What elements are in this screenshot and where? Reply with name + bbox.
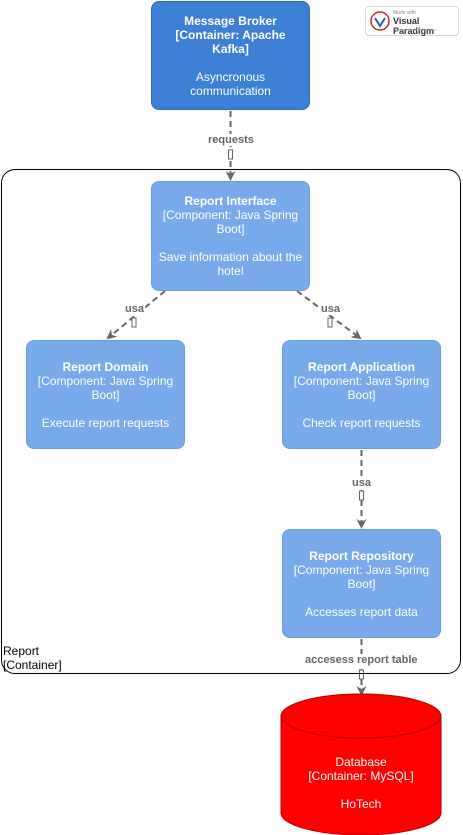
report-interface-node[interactable]: Report Interface [Component: Java Spring…	[151, 181, 310, 291]
watermark-brand: Visual Paradigm	[393, 16, 435, 36]
database-title: Database	[335, 755, 387, 769]
edge-label-accesess-report-table: accesess report table	[304, 654, 419, 666]
report-repository-technology-2: Boot]	[347, 576, 376, 591]
report-interface-technology-1: [Component: Java Spring	[162, 208, 299, 222]
database-technology: [Container: MySQL]	[308, 769, 414, 783]
report-domain-description: Execute report requests	[41, 415, 170, 430]
report-repository-description: Accesses report data	[305, 604, 418, 619]
report-application-description: Check report requests	[302, 415, 421, 430]
edge-handle-icon	[228, 149, 233, 160]
report-domain-technology-2: Boot]	[91, 387, 120, 402]
report-repository-node[interactable]: Report Repository [Component: Java Sprin…	[282, 529, 441, 638]
message-broker-title: Message Broker	[184, 13, 277, 28]
edge-interface-to-domain	[106, 290, 166, 340]
report-domain-title: Report Domain	[62, 359, 149, 374]
database-label: Database [Container: MySQL] HoTech	[281, 755, 441, 811]
edge-label-usa-application: usa	[320, 303, 341, 315]
report-domain-node[interactable]: Report Domain [Component: Java Spring Bo…	[26, 340, 185, 449]
edge-handle-icon	[327, 317, 333, 328]
edge-handle-icon	[359, 669, 364, 680]
edge-label-requests: requests	[207, 134, 255, 146]
report-application-node[interactable]: Report Application [Component: Java Spri…	[282, 340, 441, 449]
edge-handle-icon	[131, 317, 137, 328]
message-broker-description: Asyncronous communication	[190, 69, 271, 98]
report-container-name: Report	[3, 644, 40, 658]
edge-handle-icon	[359, 490, 364, 501]
report-interface-description-1: Save information about the	[158, 250, 303, 264]
report-application-title: Report Application	[308, 359, 415, 374]
report-application-technology-2: Boot]	[347, 387, 376, 402]
edge-label-usa-repository: usa	[351, 477, 372, 489]
visual-paradigm-watermark: Made with Visual Paradigm For non-commer…	[365, 6, 459, 36]
visual-paradigm-logo-icon	[370, 11, 390, 31]
message-broker-node[interactable]: Message Broker [Container: Apache Kafka]…	[151, 1, 310, 110]
report-container-label: Report [Container]	[3, 644, 62, 672]
database-cylinder[interactable]	[280, 693, 442, 835]
edge-interface-to-application	[296, 290, 362, 340]
report-application-technology-1: [Component: Java Spring	[293, 373, 430, 388]
report-repository-technology-1: [Component: Java Spring	[293, 562, 430, 577]
report-container-boundary[interactable]	[1, 169, 461, 674]
report-interface-technology-2: Boot]	[216, 222, 245, 236]
database-description: HoTech	[340, 797, 382, 811]
watermark-made-with: Made with	[393, 10, 416, 16]
report-interface-description-2: hotel	[217, 264, 244, 278]
report-repository-title: Report Repository	[309, 548, 414, 563]
edge-label-usa-domain: usa	[124, 303, 145, 315]
report-domain-technology-1: [Component: Java Spring	[37, 373, 174, 388]
message-broker-technology: [Container: Apache Kafka]	[175, 27, 286, 56]
report-interface-title: Report Interface	[184, 194, 277, 208]
report-container-kind: [Container]	[3, 658, 62, 672]
watermark-foot: For non-commercial use	[393, 27, 437, 32]
